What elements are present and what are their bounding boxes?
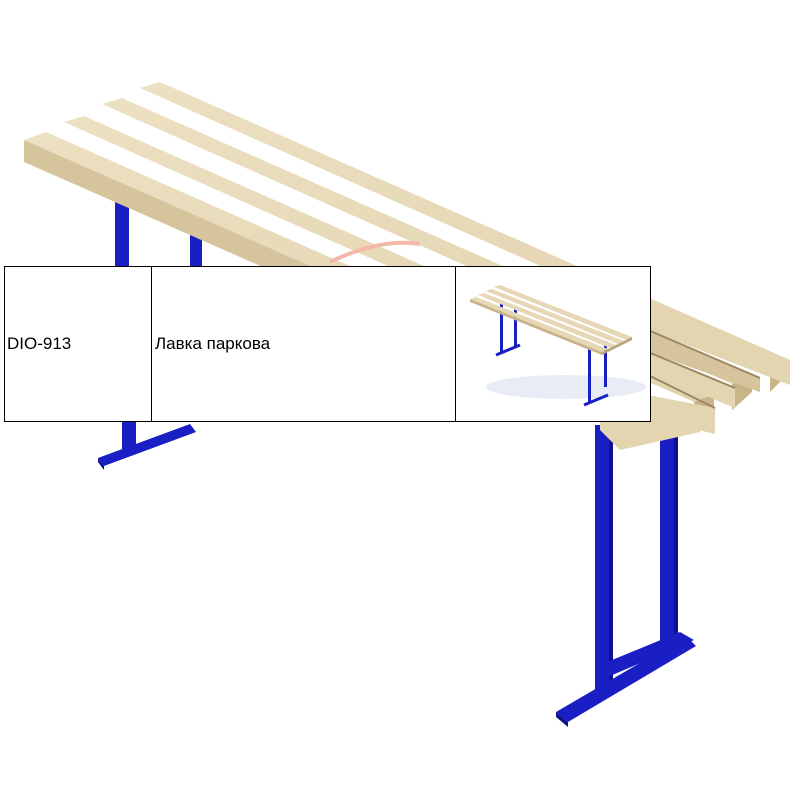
watermark-arc xyxy=(329,240,421,264)
front-leg-right xyxy=(556,425,696,727)
product-thumbnail-cell xyxy=(455,266,651,422)
front-leg-left xyxy=(98,420,196,470)
product-name: Лавка паркова xyxy=(151,266,456,422)
table-row: DIO-913 Лавка паркова xyxy=(4,266,651,422)
product-code: DIO-913 xyxy=(4,266,152,422)
product-table: DIO-913 Лавка паркова xyxy=(4,266,651,422)
bench-thumbnail xyxy=(456,267,650,421)
